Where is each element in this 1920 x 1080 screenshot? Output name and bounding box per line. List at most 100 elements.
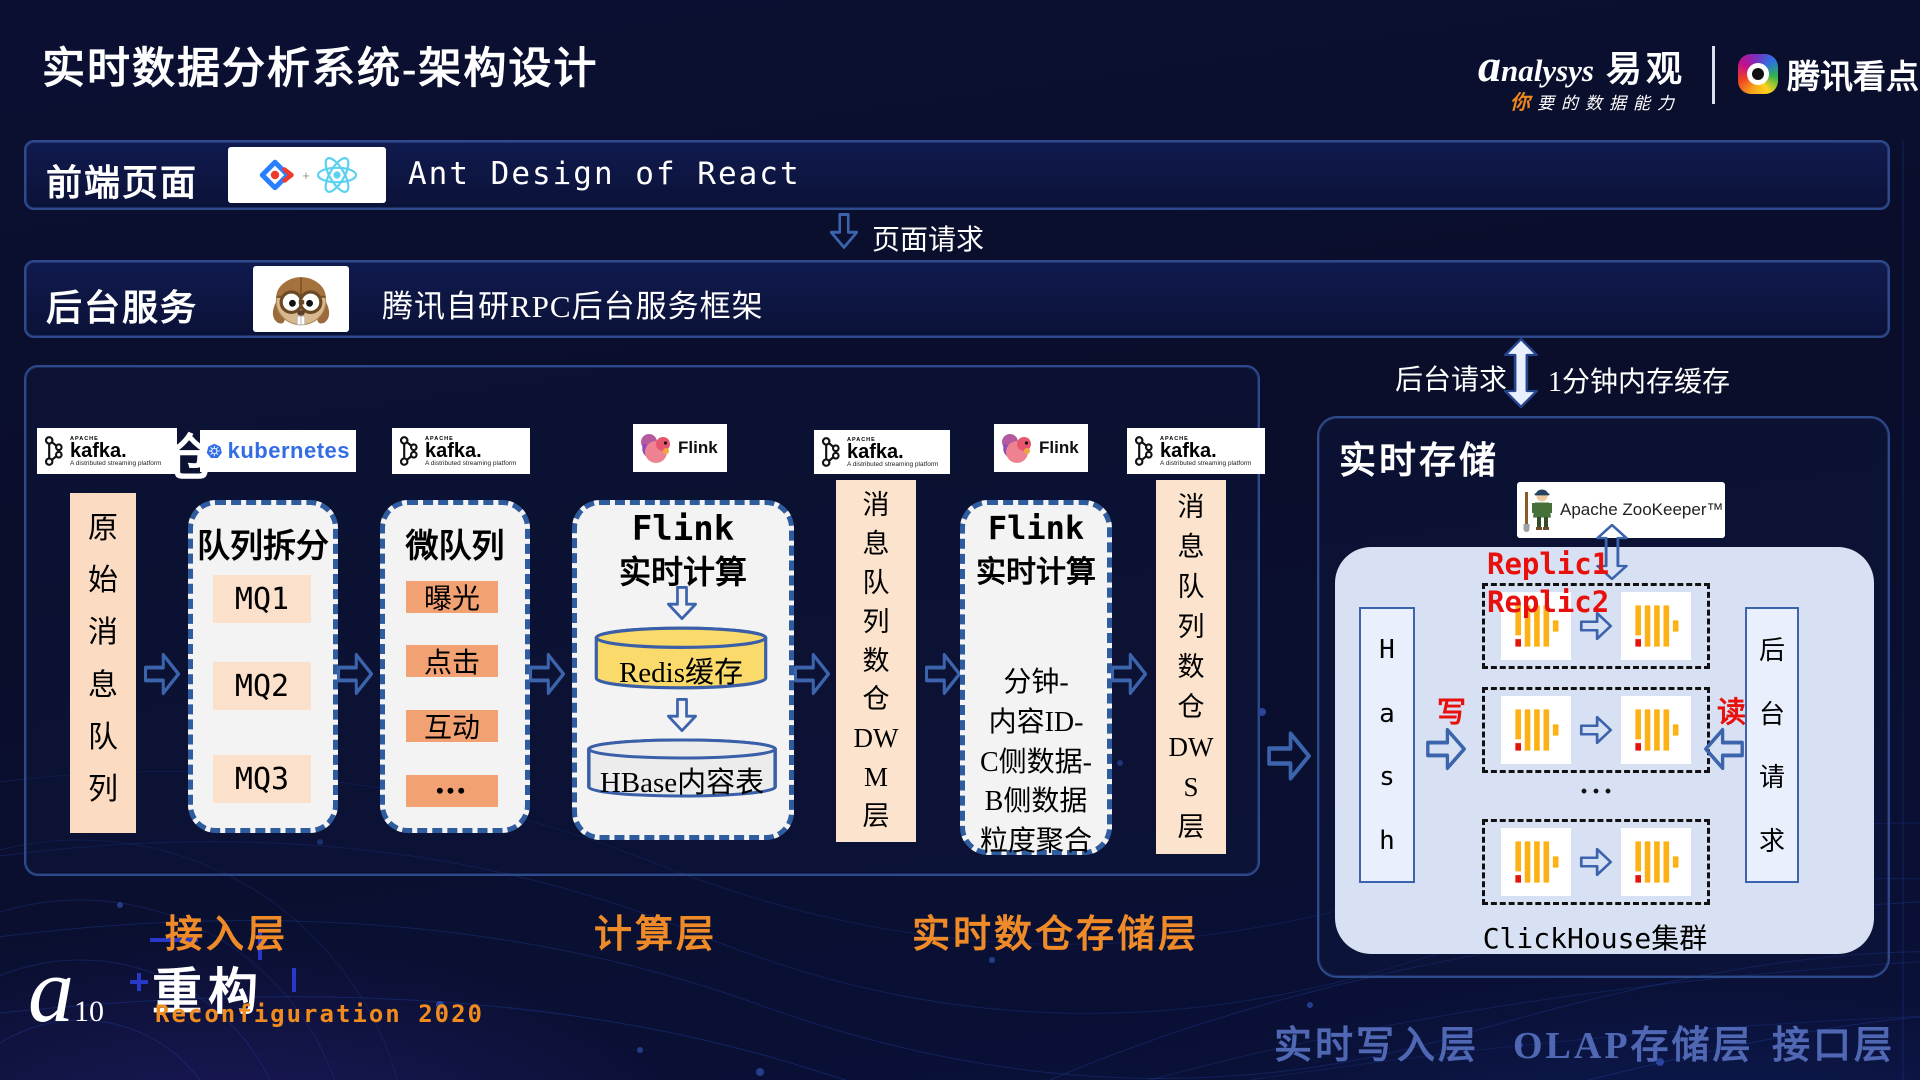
flow-arrow-icon (529, 652, 565, 696)
to-storage-arrow-icon (1267, 731, 1311, 781)
logo-plus: + (302, 167, 310, 183)
kafka-tagline-text: A distributed streaming platform (425, 459, 517, 467)
micro-queue-title: 微队列 (405, 529, 505, 565)
rows-ellipsis: ··· (1579, 775, 1616, 808)
storage-title: 实时存储 (1339, 441, 1499, 482)
zookeeper-label: Apache ZooKeeper™ (1560, 500, 1724, 519)
page-title: 实时数据分析系统-架构设计 (42, 46, 599, 93)
write-arrow-icon (1426, 727, 1466, 771)
kafka-tagline-text: A distributed streaming platform (70, 459, 162, 467)
clickhouse-icon (1621, 696, 1691, 764)
dws-queue-box: 消 息 队 列 数 仓 DW S 层 (1156, 480, 1226, 854)
storage-frame: 实时存储 Apache ZooKeeper™ H a s h 写 (1317, 416, 1890, 978)
clickhouse-cluster-label: ClickHouse集群 (1482, 922, 1708, 955)
gopher-icon (272, 277, 330, 326)
write-label: 写 (1437, 697, 1467, 729)
flink-name-text: Flink (1039, 438, 1079, 457)
flink-squirrel-icon (641, 434, 670, 463)
queue-split-title: 队列拆分 (197, 529, 329, 565)
reconstruct-title: 重构 (152, 964, 264, 1020)
redis-cache-cylinder: Redis缓存 (591, 625, 771, 691)
micro-queue-chip: 点击 (406, 645, 498, 679)
kafka-name-text: kafka. (1160, 439, 1217, 462)
kafka-tagline-text: A distributed streaming platform (847, 460, 939, 468)
flink-logo: Flink (633, 424, 727, 472)
layer-label-access: 接入层 (165, 914, 289, 956)
flink-aggregation-text: 分钟- 内容ID- C侧数据- B侧数据 粒度聚合 (979, 667, 1092, 857)
read-label: 读 (1717, 697, 1747, 729)
replic1-label: Replic1 (1487, 547, 1610, 581)
kandian-eye-white (1747, 63, 1769, 85)
read-arrow-icon (1704, 727, 1744, 771)
cylinder-shape (587, 738, 777, 798)
layer-label-realtime-write: 实时写入层 (1274, 1025, 1480, 1067)
flow-arrow-icon (144, 652, 180, 696)
flow-arrow-icon (794, 652, 830, 696)
replic2-label: Replic2 (1487, 585, 1610, 619)
kandian-eye-pupil (1752, 68, 1764, 80)
kandian-name: 腾讯看点 (1787, 60, 1919, 96)
logo-divider (1712, 46, 1715, 104)
backend-request-box: 后 台 请 求 (1745, 607, 1799, 883)
kandian-eye-icon (1738, 54, 1778, 94)
analysys-cn: 易观 (1606, 49, 1687, 89)
flink-logo: Flink (994, 424, 1088, 472)
kafka-apache-text: APACHE (847, 436, 876, 443)
micro-queue-box: 微队列 曝光 点击 互动 ••• (380, 500, 530, 833)
backend-bar: 后台服务 腾讯自研RPC后台服务框架 (24, 260, 1890, 338)
flink-subtitle: 实时计算 (618, 554, 747, 590)
redis-label: Redis缓存 (618, 657, 744, 689)
kafka-name-text: kafka. (847, 440, 904, 463)
kafka-tagline-text: A distributed streaming platform (1160, 459, 1252, 467)
replica-row (1482, 819, 1710, 905)
mq-chip: MQ2 (213, 662, 311, 710)
flow-arrow-icon (925, 652, 961, 696)
hbase-cylinder: HBase内容表 (583, 737, 781, 799)
replica-arrow-icon (1579, 611, 1613, 641)
cache-flow-right-label: 1分钟内存缓存 (1548, 367, 1731, 398)
gopher-logo (253, 266, 349, 332)
micro-queue-chip: ••• (406, 775, 498, 807)
clickhouse-icon (1501, 828, 1571, 896)
reconstruct-decoration (258, 932, 262, 960)
flink-subtitle: 实时计算 (976, 556, 1096, 589)
analysys-tagline-rest: 要的数据能力 (1537, 94, 1681, 113)
flink-compute-box-2: Flink 实时计算 分钟- 内容ID- C侧数据- B侧数据 粒度聚合 (960, 500, 1112, 857)
kafka-apache-text: APACHE (1160, 435, 1189, 442)
kafka-icon (1134, 436, 1153, 466)
reconstruct-decoration (137, 973, 141, 991)
kafka-icon (44, 436, 63, 466)
kafka-apache-text: APACHE (425, 435, 454, 442)
reconstruct-decoration (150, 938, 198, 942)
flink-title: Flink (987, 509, 1085, 547)
mq-chip: MQ1 (213, 575, 311, 623)
kubernetes-name-text: kubernetes (227, 438, 350, 463)
layer-label-olap: OLAP存储层 (1513, 1025, 1754, 1067)
mq-chip: MQ3 (213, 755, 311, 803)
page-request-label: 页面请求 (872, 225, 985, 256)
flow-arrow-icon (337, 652, 373, 696)
conference-a-swirl: a (28, 939, 74, 1041)
cylinder-shape (594, 626, 768, 690)
down-arrow-icon (667, 697, 697, 733)
zookeeper-logo: Apache ZooKeeper™ (1517, 482, 1725, 538)
reconstruct-subtitle: Reconfiguration 2020 (155, 1000, 484, 1028)
kafka-name-text: kafka. (70, 439, 127, 462)
frontend-bar-label: 前端页面 (46, 163, 199, 203)
zookeeper-double-arrow-icon (1596, 524, 1628, 580)
analysys-tagline: 你要的数据能力 (1510, 86, 1681, 115)
layer-label-realtime-dw: 实时数仓存储层 (912, 914, 1200, 956)
dwm-queue-box: 消 息 队 列 数 仓 DW M 层 (836, 480, 916, 842)
kafka-icon (821, 437, 840, 467)
analysys-wordmark: nalysys (1501, 53, 1594, 88)
page-request-arrow-icon (829, 213, 859, 249)
cache-flow-left-label: 后台请求 (1395, 365, 1508, 396)
replica-arrow-icon (1579, 847, 1613, 877)
layer-label-compute: 计算层 (594, 914, 718, 956)
clickhouse-icon (1621, 592, 1691, 660)
backend-tech: 腾讯自研RPC后台服务框架 (382, 289, 764, 324)
